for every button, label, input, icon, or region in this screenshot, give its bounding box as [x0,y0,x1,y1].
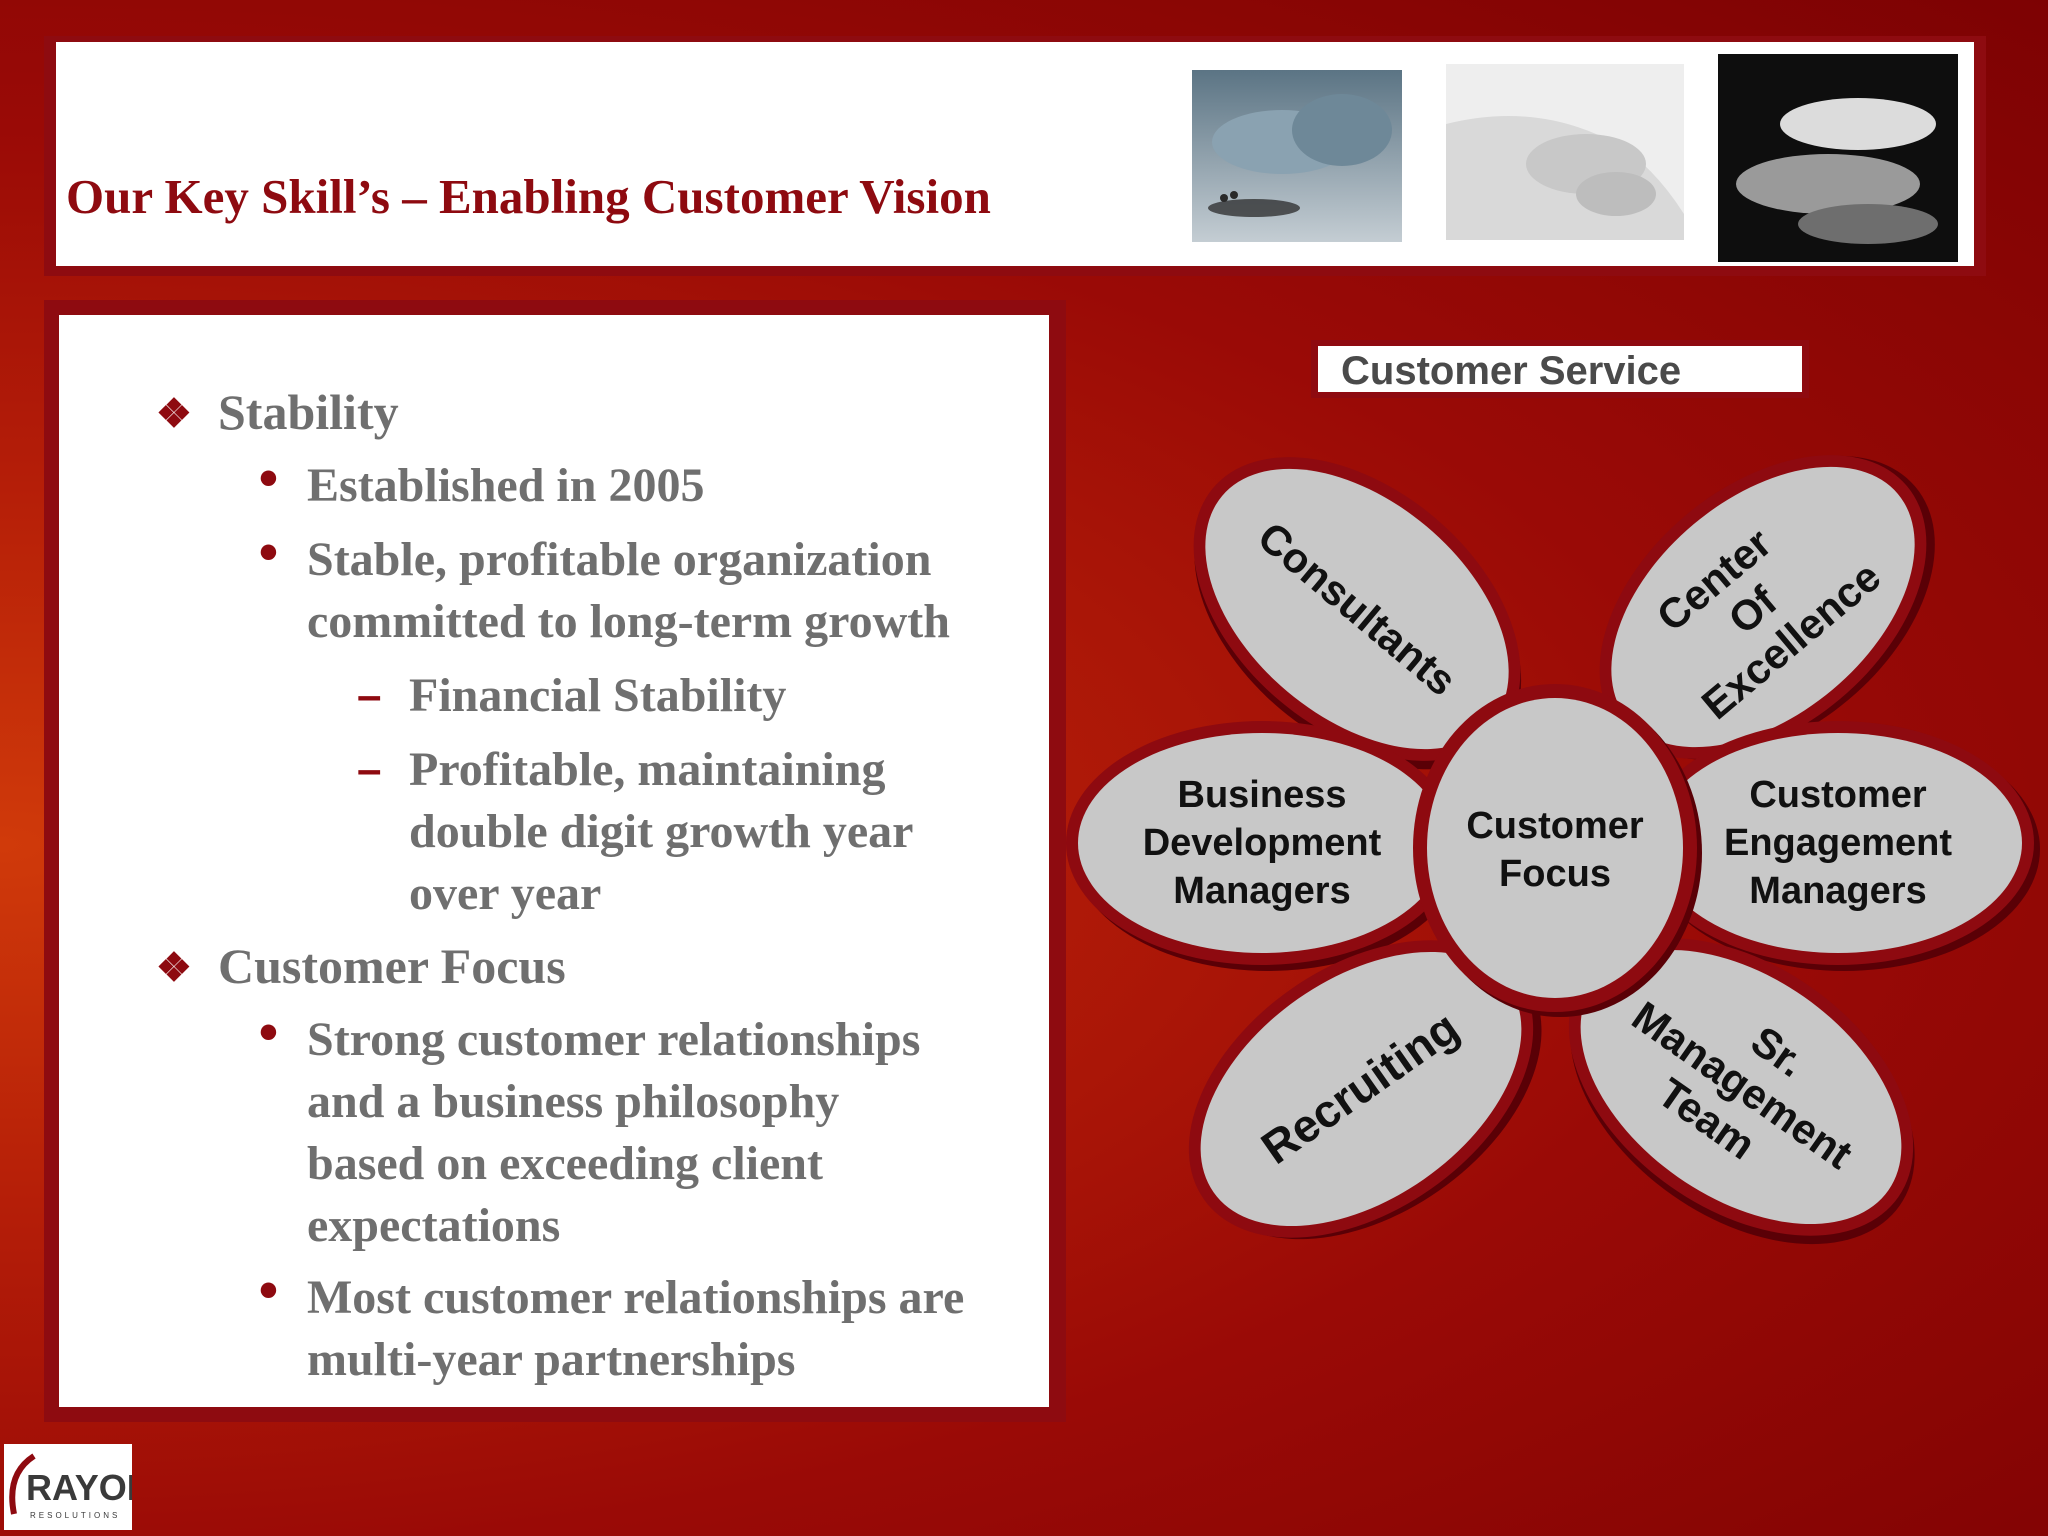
petal-center-of-excellence: Center Of Excellence [1599,455,1935,760]
petal-bdm-line1: Business [1178,774,1347,816]
dash-bullet-icon: – [357,745,382,794]
petal-sr-management: Sr. Management Team [1568,938,1915,1245]
dash-bullet-icon: – [357,671,382,720]
sub-profitable-line1: Profitable, maintaining [409,743,886,796]
center-customer-focus: Customer Focus [1413,684,1702,1017]
bullet-multiyear-line1: Most customer relationships are [307,1271,965,1324]
diamond-bullet-icon: ❖ [156,392,192,436]
sub-profitable-line2: double digit growth year [409,805,914,858]
sub-profitable-line3: over year [409,867,602,920]
center-label-line1: Customer [1466,805,1644,847]
logo-wordmark: RAYON [26,1467,132,1508]
header-panel: Our Key Skill’s – Enabling Customer Visi… [56,42,1974,266]
round-bullet-icon: • [259,1002,278,1062]
petal-cem-line3: Managers [1749,870,1926,912]
bullet-stable-line2: committed to long-term growth [307,595,950,648]
bullet-multiyear-line2: multi-year partnerships [307,1333,796,1386]
petal-cem-line1: Customer [1749,774,1927,816]
round-bullet-icon: • [259,522,278,582]
header-frame: Our Key Skill’s – Enabling Customer Visi… [44,36,1986,276]
bullet-relationships-line4: expectations [307,1199,561,1252]
section-heading-customer-focus: Customer Focus [218,938,566,994]
round-bullet-icon: • [259,1260,278,1320]
photo-family-hands [1718,54,1958,262]
petal-cem-line2: Engagement [1724,822,1952,864]
company-logo: RAYON RESOLUTIONS [4,1444,153,1530]
petal-recruiting: Recruiting [1188,940,1542,1240]
bullet-panel: ❖ Stability • Established in 2005 • Stab… [59,315,1049,1407]
bullet-relationships-line1: Strong customer relationships [307,1013,921,1066]
center-label-line2: Focus [1499,853,1611,895]
bullet-relationships-line3: based on exceeding client [307,1137,823,1190]
section-heading-stability: Stability [218,384,399,440]
content-frame: ❖ Stability • Established in 2005 • Stab… [44,300,1066,1422]
bullet-established: Established in 2005 [307,459,705,512]
photo-baby-feet [1192,70,1402,242]
customer-service-label: Customer Service [1341,349,1681,393]
petal-bdm-line2: Development [1143,822,1382,864]
slide-title: Our Key Skill’s – Enabling Customer Visi… [66,169,991,224]
round-bullet-icon: • [259,448,278,508]
petal-customer-engagement: Customer Engagement Managers [1642,721,2040,971]
diamond-bullet-icon: ❖ [156,946,192,990]
petal-bdm-line3: Managers [1173,870,1350,912]
bullet-stable-line1: Stable, profitable organization [307,533,932,586]
photo-holding-hands [1446,64,1684,240]
petal-business-development: Business Development Managers [1066,721,1464,971]
logo-tagline: RESOLUTIONS [30,1511,120,1520]
bullet-relationships-line2: and a business philosophy [307,1075,840,1128]
sub-financial-stability: Financial Stability [409,669,787,722]
petal-consultants: Consultants [1193,457,1522,770]
